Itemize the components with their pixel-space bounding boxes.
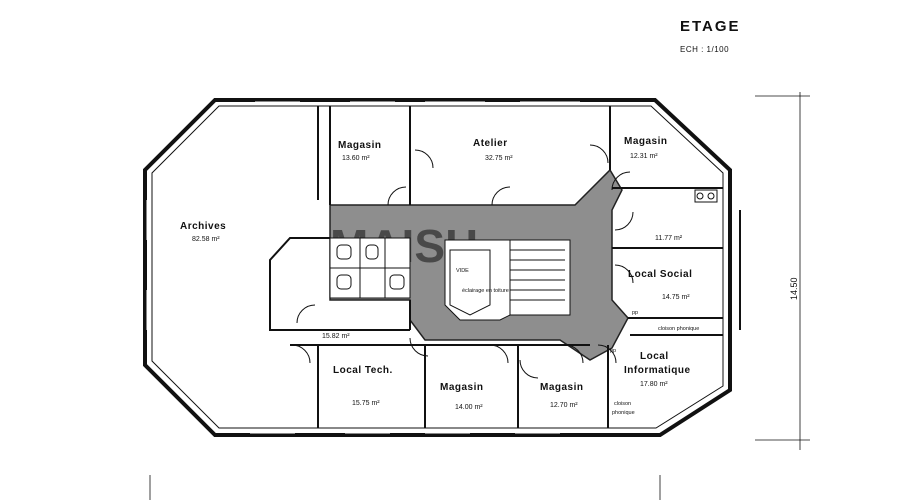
frame-lines (149, 475, 661, 500)
room-area: 15.82 m² (322, 333, 350, 340)
partition-note: cloison phonique (658, 326, 699, 332)
skylight-note: éclairage en toiture (462, 288, 509, 294)
outer-wall (143, 98, 732, 437)
room-area: 12.31 m² (630, 153, 658, 160)
room-name: Local (640, 351, 669, 362)
room-area: 82.58 m² (192, 236, 220, 243)
windows (146, 101, 580, 434)
interior-walls (269, 106, 741, 428)
room-name: Magasin (440, 382, 484, 393)
dimension-line (755, 92, 810, 450)
kitchenette (694, 189, 718, 203)
room-area: 14.00 m² (455, 404, 483, 411)
room-name: Atelier (473, 138, 508, 149)
room-area: 11.77 m² (655, 235, 683, 242)
room-area: 15.75 m² (352, 400, 380, 407)
room-name: Local Social (628, 269, 692, 280)
room-name: Informatique (624, 365, 691, 376)
room-area: 17.80 m² (640, 381, 668, 388)
room-name: Local Tech. (333, 365, 393, 376)
room-area: 12.70 m² (550, 402, 578, 409)
room-name: Magasin (540, 382, 584, 393)
sanitary-block (329, 237, 411, 299)
plan-title: ETAGE (680, 18, 741, 35)
doors (291, 144, 634, 379)
plan-scale: ECH : 1/100 (680, 45, 730, 54)
room-area: 13.60 m² (342, 155, 370, 162)
room-area: 32.75 m² (485, 155, 513, 162)
outer-wall-inner (151, 105, 724, 429)
dimension-label: 14.50 (789, 277, 799, 300)
pp-label: pp (610, 348, 616, 354)
room-name: Magasin (338, 140, 382, 151)
partition-note: cloison (614, 401, 631, 407)
room-name: Archives (180, 221, 226, 232)
room-area: 14.75 m² (662, 294, 690, 301)
partition-note: phonique (612, 410, 635, 416)
stairwell (444, 239, 571, 321)
pp-label: pp (632, 310, 638, 316)
vide-label: VIDE (456, 268, 469, 274)
room-name: Magasin (624, 136, 668, 147)
